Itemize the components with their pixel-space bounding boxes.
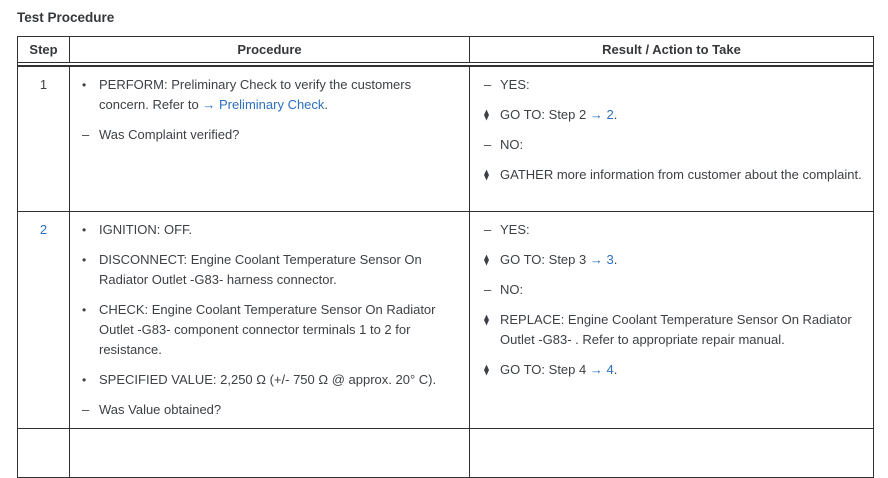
step-link[interactable]: 2 — [39, 222, 48, 237]
item-text: PERFORM: Preliminary Check to verify the… — [99, 75, 459, 115]
procedure-cell: • IGNITION: OFF. • DISCONNECT: Engine Coola… — [70, 212, 470, 428]
item-text: Was Value obtained? — [99, 400, 459, 420]
text-segment: PERFORM: Preliminary Check to verify the… — [99, 77, 412, 112]
inline-link[interactable]: → Preliminary Check — [202, 97, 325, 112]
list-item: • DISCONNECT: Engine Coolant Temperature … — [82, 250, 459, 290]
list-item: –YES: — [484, 220, 863, 240]
text-segment: NO: — [500, 137, 524, 152]
list-item: • CHECK: Engine Coolant Temperature Senso… — [82, 300, 459, 360]
diamond-icon — [484, 250, 500, 270]
list-item: GO TO: Step 3 → 3. — [484, 250, 863, 270]
step-cell — [18, 429, 70, 477]
item-text: CHECK: Engine Coolant Temperature Sensor… — [99, 300, 459, 360]
item-text: NO: — [500, 280, 863, 300]
table-row — [18, 429, 873, 477]
diamond-icon — [484, 165, 500, 185]
result-cell: –YES:GO TO: Step 3 → 3.–NO:REPLACE: Engi… — [470, 212, 873, 428]
text-segment: IGNITION: OFF. — [99, 222, 193, 237]
text-segment: . — [613, 252, 618, 267]
item-text: YES: — [500, 75, 863, 95]
list-item: REPLACE: Engine Coolant Temperature Sens… — [484, 310, 863, 350]
procedure-cell — [70, 429, 470, 477]
dash-icon: – — [82, 402, 90, 417]
bullet-icon: • — [82, 253, 87, 267]
text-segment: . — [324, 97, 329, 112]
inline-link[interactable]: → 4 — [589, 362, 614, 377]
step-number: 1 — [39, 77, 48, 92]
item-text: GATHER more information from customer ab… — [500, 165, 863, 185]
list-item: GO TO: Step 2 → 2. — [484, 105, 863, 125]
column-header-procedure: Procedure — [70, 37, 470, 62]
text-segment: . — [613, 362, 618, 377]
list-item: • SPECIFIED VALUE: 2,250 Ω (+/- 750 Ω @ a… — [82, 370, 459, 390]
item-text: SPECIFIED VALUE: 2,250 Ω (+/- 750 Ω @ ap… — [99, 370, 459, 390]
dash-icon: – — [82, 127, 90, 142]
list-item: –NO: — [484, 280, 863, 300]
item-text: GO TO: Step 4 → 4. — [500, 360, 863, 380]
text-segment: Was Complaint verified? — [99, 127, 240, 142]
item-text: IGNITION: OFF. — [99, 220, 459, 240]
list-item: –Was Complaint verified? — [82, 125, 459, 145]
diamond-shape — [484, 169, 489, 181]
list-item: –NO: — [484, 135, 863, 155]
diamond-shape — [484, 314, 489, 326]
text-segment: Was Value obtained? — [99, 402, 222, 417]
table-body: 1 • PERFORM: Preliminary Check to verify t… — [18, 65, 873, 477]
text-segment: GO TO: Step 4 — [500, 362, 590, 377]
column-header-result: Result / Action to Take — [602, 42, 741, 57]
result-cell: –YES:GO TO: Step 2 → 2.–NO:GATHER more i… — [470, 67, 873, 211]
test-procedure-table: Step Procedure Result / Action to Take 1… — [17, 36, 874, 478]
text-segment: NO: — [500, 282, 524, 297]
table-header-row: Step Procedure Result / Action to Take — [18, 37, 873, 63]
table-row: 1 • PERFORM: Preliminary Check to verify t… — [18, 67, 873, 212]
column-header-step: Step — [18, 37, 70, 62]
step-cell: 2 — [18, 212, 70, 428]
diamond-shape — [484, 109, 489, 121]
text-segment: GO TO: Step 3 — [500, 252, 590, 267]
text-segment: . — [613, 107, 618, 122]
text-segment: CHECK: Engine Coolant Temperature Sensor… — [99, 302, 436, 357]
list-item: • IGNITION: OFF. — [82, 220, 459, 240]
item-text: NO: — [500, 135, 863, 155]
item-text: REPLACE: Engine Coolant Temperature Sens… — [500, 310, 863, 350]
inline-link[interactable]: → 3 — [589, 252, 614, 267]
bullet-icon: • — [82, 303, 87, 317]
list-item: • PERFORM: Preliminary Check to verify th… — [82, 75, 459, 115]
dash-icon: – — [484, 222, 492, 237]
item-text: GO TO: Step 3 → 3. — [500, 250, 863, 270]
list-item: GO TO: Step 4 → 4. — [484, 360, 863, 380]
text-segment: SPECIFIED VALUE: 2,250 Ω (+/- 750 Ω @ ap… — [99, 372, 437, 387]
dash-icon: – — [484, 282, 492, 297]
text-segment: DISCONNECT: Engine Coolant Temperature S… — [99, 252, 422, 287]
text-segment: GATHER more information from customer ab… — [500, 167, 862, 182]
item-text: YES: — [500, 220, 863, 240]
diamond-icon — [484, 360, 500, 380]
dash-icon: – — [484, 137, 492, 152]
text-segment: GO TO: Step 2 — [500, 107, 590, 122]
dash-icon: – — [484, 77, 492, 92]
bullet-icon: • — [82, 78, 87, 92]
list-item: GATHER more information from customer ab… — [484, 165, 863, 185]
text-segment: YES: — [500, 77, 530, 92]
inline-link[interactable]: → 2 — [589, 107, 614, 122]
bullet-icon: • — [82, 373, 87, 387]
list-item: –YES: — [484, 75, 863, 95]
procedure-cell: • PERFORM: Preliminary Check to verify th… — [70, 67, 470, 211]
diamond-shape — [484, 254, 489, 266]
table-row: 2 • IGNITION: OFF. • DISCONNECT: Engine Cool… — [18, 212, 873, 429]
page-title: Test Procedure — [17, 10, 115, 25]
text-segment: YES: — [500, 222, 530, 237]
diamond-icon — [484, 310, 500, 350]
list-item: –Was Value obtained? — [82, 400, 459, 420]
step-cell: 1 — [18, 67, 70, 211]
result-cell — [470, 429, 873, 477]
diamond-shape — [484, 364, 489, 376]
item-text: GO TO: Step 2 → 2. — [500, 105, 863, 125]
item-text: Was Complaint verified? — [99, 125, 459, 145]
item-text: DISCONNECT: Engine Coolant Temperature S… — [99, 250, 459, 290]
diamond-icon — [484, 105, 500, 125]
bullet-icon: • — [82, 223, 87, 237]
text-segment: REPLACE: Engine Coolant Temperature Sens… — [500, 312, 852, 347]
